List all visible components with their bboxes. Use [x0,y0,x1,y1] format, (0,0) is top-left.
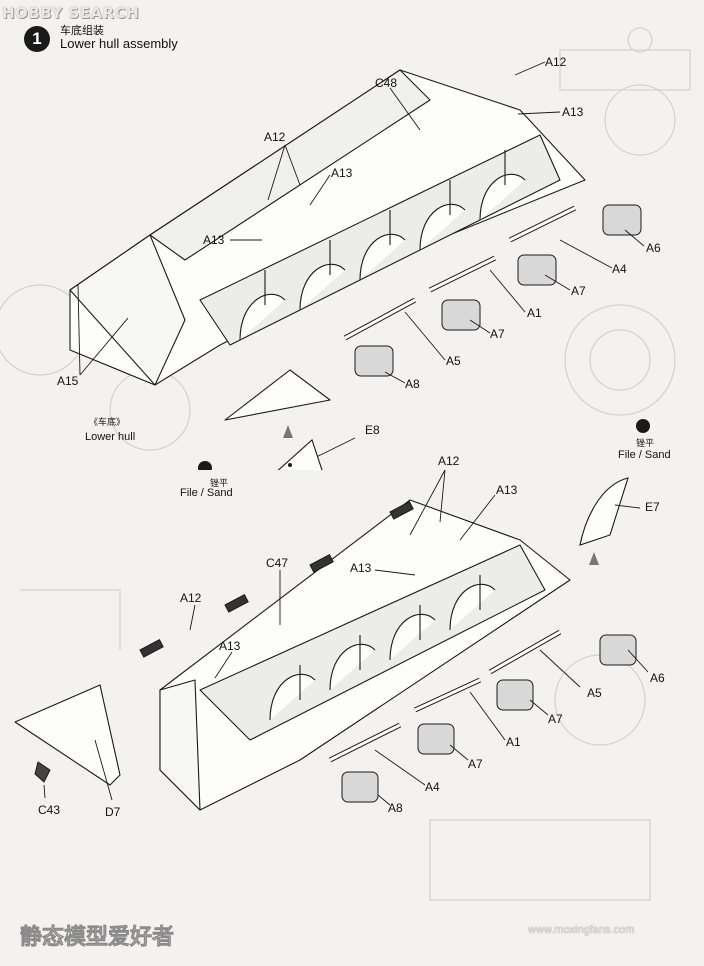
label-a8-lower: A8 [388,801,403,815]
label-e8: E8 [365,423,380,437]
label-a15: A15 [57,374,79,388]
label-a13-lower-top: A13 [496,483,518,497]
label-a13-top: A13 [562,105,584,119]
file-sand-cn-lower: 锉平 [636,438,655,448]
label-c43: C43 [38,803,61,817]
upper-hull-drawing [69,61,645,470]
step-number-badge: 1 [24,26,50,52]
label-a13-left: A13 [203,233,225,247]
file-sand-cn-upper: 锉平 [210,478,229,488]
label-a7-lower-right: A7 [548,712,563,726]
watermark-top: HOBBY SEARCH [2,4,140,22]
label-a6-lower: A6 [650,671,665,685]
label-a8: A8 [405,377,420,391]
watermark-bottom-logo: 静态模型爱好者 [20,924,175,951]
label-c47: C47 [266,556,289,570]
step-title-cn: 车底组装 [60,25,104,37]
label-a4: A4 [612,262,627,276]
label-a7-right: A7 [571,284,586,298]
label-a12-top: A12 [545,55,567,69]
label-a4-lower: A4 [425,780,440,794]
label-c48: C48 [375,76,398,90]
label-a12-lower-left: A12 [180,591,202,605]
label-a6: A6 [646,241,661,255]
label-a13-lower-left: A13 [219,639,241,653]
label-d7: D7 [105,805,121,819]
watermark-bottom-text: 静态模型爱好者 [20,924,174,950]
lower-hull-en: Lower hull [85,431,136,443]
file-sand-en-lower: File / Sand [618,449,671,461]
label-a13-lower-mid: A13 [350,561,372,575]
label-a7-lower-mid: A7 [468,757,483,771]
label-a12-lower-top: A12 [438,454,460,468]
label-e7: E7 [645,500,660,514]
step-title-en: Lower hull assembly [60,36,178,51]
label-a12-left: A12 [264,130,286,144]
file-sand-en-upper: File / Sand [180,487,233,499]
label-a1-lower: A1 [506,735,521,749]
label-a5: A5 [446,354,461,368]
label-a5-lower: A5 [587,686,602,700]
label-a13-mid: A13 [331,166,353,180]
label-a1: A1 [527,306,542,320]
watermark-bottom-url: www.moxingfans.com [528,924,635,936]
lower-hull-cn: 《车底》 [89,417,126,427]
label-a7-mid: A7 [490,327,505,341]
